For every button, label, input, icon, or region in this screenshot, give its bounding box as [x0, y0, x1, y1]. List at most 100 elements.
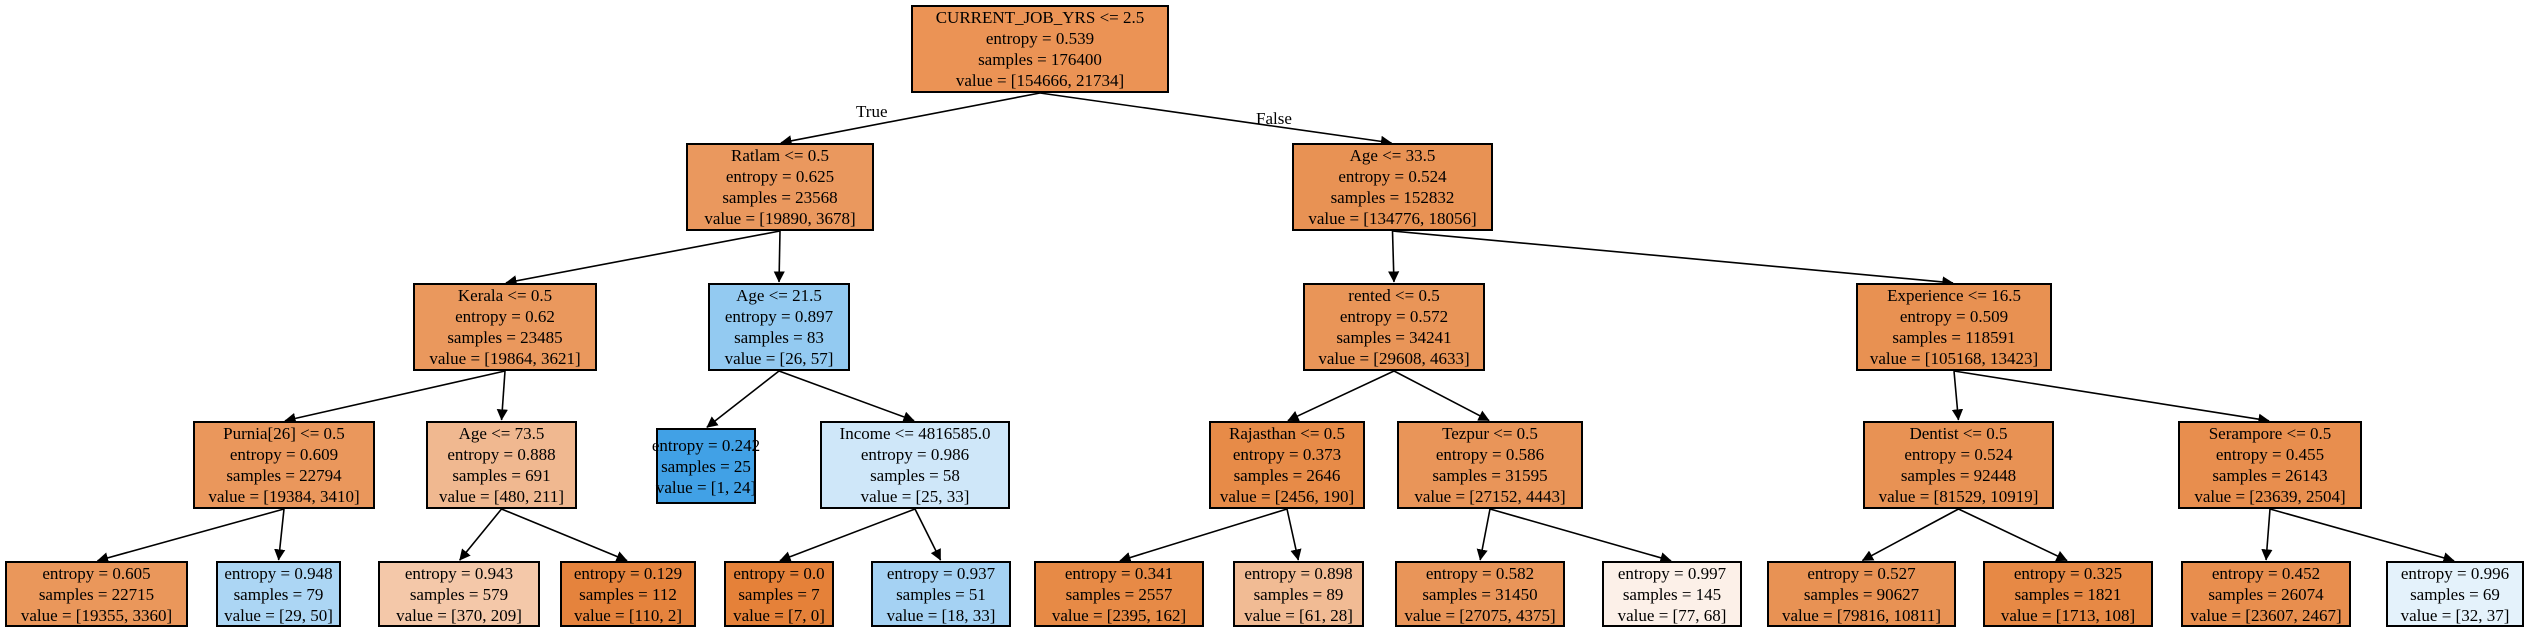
- node-value: value = [18, 33]: [886, 605, 996, 625]
- node-value: value = [19384, 3410]: [208, 487, 360, 506]
- node-entropy: entropy = 0.897: [724, 307, 834, 326]
- node-samples: samples = 58: [870, 466, 960, 485]
- node-entropy: entropy = 0.325: [2013, 563, 2123, 583]
- node-samples: samples = 152832: [1330, 188, 1455, 207]
- node-condition: CURRENT_JOB_YRS <= 2.5: [935, 8, 1145, 27]
- node-samples: samples = 23485: [447, 328, 563, 347]
- node-samples: samples = 1821: [2014, 584, 2122, 604]
- node-value: value = [370, 209]: [396, 605, 522, 625]
- tree-node-n6: Experience <= 16.5 entropy = 0.509 samples…: [1856, 283, 2052, 371]
- node-entropy: entropy = 0.586: [1435, 445, 1545, 464]
- node-entropy: entropy = 0.937: [886, 563, 996, 583]
- tree-edge-n6-n14: [1953, 370, 2270, 425]
- node-samples: samples = 51: [896, 584, 986, 604]
- node-samples: samples = 69: [2410, 584, 2500, 604]
- node-samples: samples = 26143: [2212, 466, 2328, 485]
- node-entropy: entropy = 0.524: [1338, 167, 1447, 186]
- node-entropy: entropy = 0.609: [229, 445, 339, 464]
- node-entropy: entropy = 0.341: [1064, 563, 1174, 583]
- node-condition: Rajasthan <= 0.5: [1229, 424, 1345, 443]
- node-value: value = [81529, 10919]: [1878, 487, 2039, 506]
- node-condition: Experience <= 16.5: [1887, 286, 2021, 305]
- node-entropy: entropy = 0.62: [455, 307, 555, 326]
- node-value: value = [1713, 108]: [2000, 605, 2136, 625]
- tree-edge-n10-n20: [914, 508, 942, 561]
- tree-node-n2: Age <= 33.5 entropy = 0.524 samples = 1528…: [1292, 143, 1493, 231]
- node-value: value = [2395, 162]: [1051, 605, 1187, 625]
- node-value: value = [19355, 3360]: [20, 605, 173, 625]
- node-condition: Ratlam <= 0.5: [730, 146, 830, 165]
- node-value: value = [27075, 4375]: [1404, 605, 1556, 625]
- node-entropy: entropy = 0.997: [1617, 563, 1727, 583]
- node-entropy: entropy = 0.129: [573, 563, 683, 583]
- edge-label-true: True: [856, 102, 888, 121]
- node-value: value = [7, 0]: [733, 605, 825, 625]
- node-samples: samples = 31595: [1432, 466, 1548, 485]
- node-samples: samples = 83: [734, 328, 824, 347]
- node-value: value = [134776, 18056]: [1308, 209, 1477, 228]
- tree-edge-n8-n17: [459, 508, 503, 561]
- node-samples: samples = 23568: [722, 188, 838, 207]
- tree-edge-n8-n18: [501, 508, 628, 562]
- node-entropy: entropy = 0.455: [2215, 445, 2325, 464]
- node-condition: Age <= 33.5: [1349, 146, 1436, 165]
- node-samples: samples = 31450: [1422, 584, 1538, 604]
- tree-edge-n3-n8: [496, 370, 508, 421]
- node-samples: samples = 34241: [1336, 328, 1452, 347]
- node-samples: samples = 22794: [226, 466, 342, 485]
- node-value: value = [19864, 3621]: [429, 349, 581, 368]
- tree-edge-n2-n6: [1392, 230, 1954, 288]
- tree-edge-n13-n25: [1861, 508, 1959, 562]
- tree-edge-n3-n7: [284, 370, 506, 424]
- tree-edge-n10-n19: [779, 508, 916, 563]
- node-entropy: entropy = 0.527: [1807, 563, 1916, 583]
- tree-node-n7: Purnia[26] <= 0.5 entropy = 0.609 samples …: [193, 421, 375, 509]
- tree-edge-n1-n4: [773, 230, 785, 283]
- node-samples: samples = 691: [452, 466, 551, 485]
- node-samples: samples = 92448: [1900, 466, 2017, 485]
- node-value: value = [110, 2]: [573, 605, 683, 625]
- node-value: value = [105168, 13423]: [1869, 349, 2039, 368]
- tree-edge-n7-n16: [274, 508, 286, 561]
- node-samples: samples = 118591: [1892, 328, 2016, 347]
- node-value: value = [1, 24]: [655, 477, 757, 497]
- tree-edge-n4-n9: [706, 370, 780, 429]
- node-samples: samples = 2646: [1233, 466, 1341, 485]
- tree-edge-n1-n3: [505, 230, 781, 287]
- tree-edge-n12-n24: [1489, 508, 1672, 564]
- node-condition: Kerala <= 0.5: [457, 286, 553, 305]
- tree-edge-n14-n27: [2261, 508, 2273, 561]
- node-entropy: entropy = 0.625: [725, 167, 835, 186]
- node-value: value = [27152, 4443]: [1414, 487, 1566, 506]
- node-samples: samples = 176400: [978, 50, 1102, 69]
- node-entropy: entropy = 0.242: [651, 435, 761, 455]
- node-condition: Tezpur <= 0.5: [1442, 424, 1538, 443]
- node-entropy: entropy = 0.943: [404, 563, 514, 583]
- node-value: value = [79816, 10811]: [1781, 605, 1942, 625]
- node-value: value = [154666, 21734]: [955, 71, 1125, 90]
- node-value: value = [2456, 190]: [1219, 487, 1355, 506]
- node-entropy: entropy = 0.509: [1899, 307, 2009, 326]
- tree-edge-n2-n5: [1388, 230, 1400, 283]
- node-value: value = [23607, 2467]: [2190, 605, 2342, 625]
- node-condition: Income <= 4816585.0: [839, 424, 991, 443]
- node-entropy: entropy = 0.888: [447, 445, 556, 464]
- node-entropy: entropy = 0.452: [2211, 563, 2321, 583]
- node-condition: Purnia[26] <= 0.5: [223, 424, 345, 443]
- node-value: value = [25, 33]: [860, 487, 970, 506]
